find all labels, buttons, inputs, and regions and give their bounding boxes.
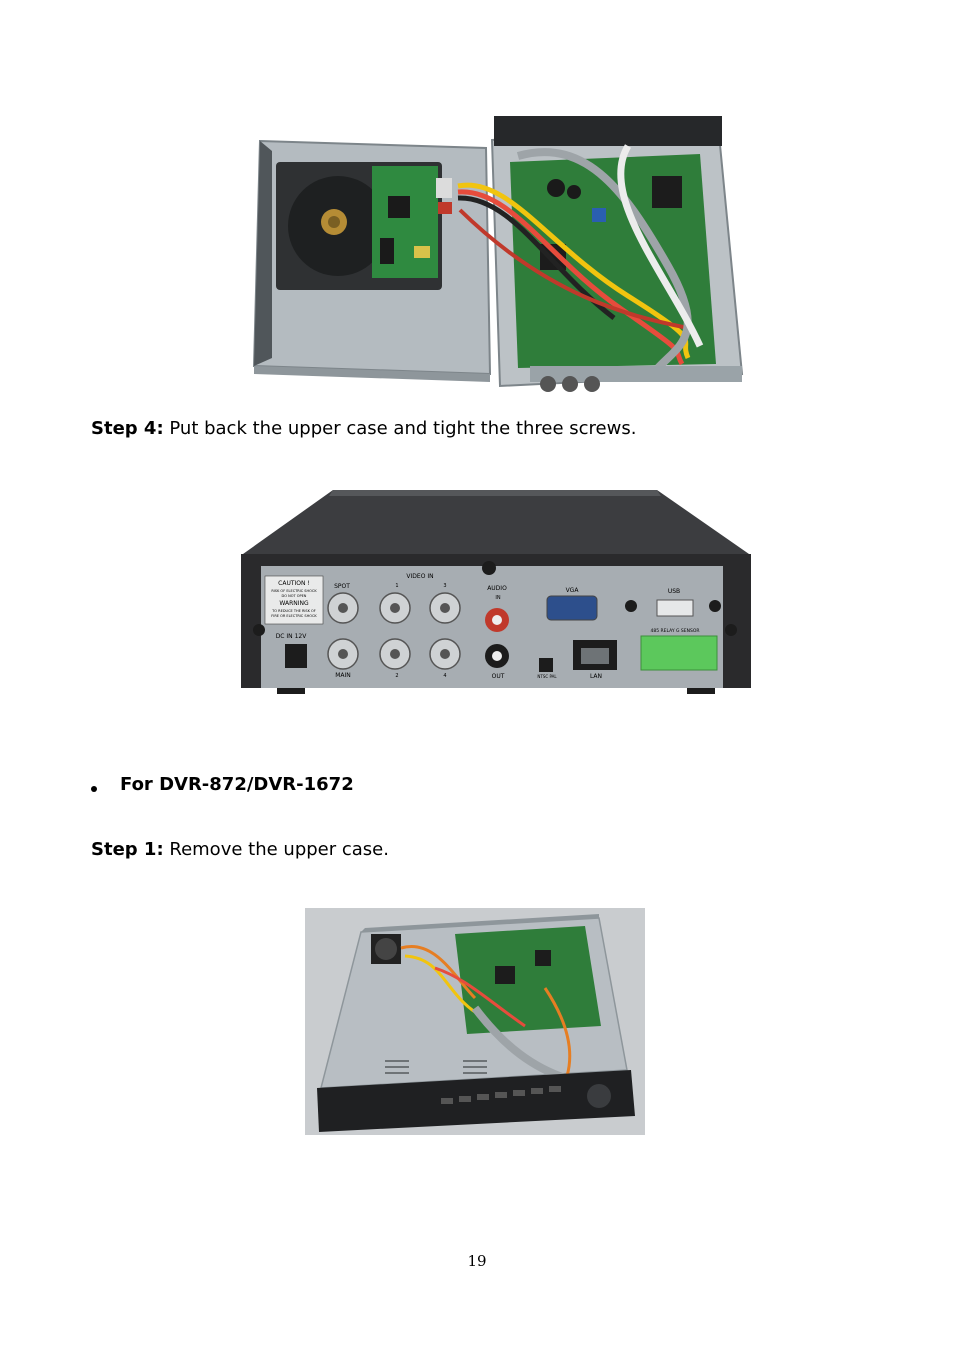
channel-3-label: 3 <box>443 583 446 589</box>
audio-label: AUDIO <box>487 585 507 592</box>
step-4-label: Step 4: <box>91 418 164 439</box>
audio-out-label: OUT <box>492 673 505 680</box>
photo-dvr-rear-panel: CAUTION ! RISK OF ELECTRIC SHOCK DO NOT … <box>207 456 774 724</box>
step-1-instruction: Step 1: Remove the upper case. <box>91 839 389 861</box>
caution-sub-2: DO NOT OPEN <box>282 594 307 598</box>
caution-sub-1: RISK OF ELECTRIC SHOCK <box>271 589 317 593</box>
bullet-dot <box>91 786 97 792</box>
spot-label: SPOT <box>334 583 350 590</box>
page-number: 19 <box>467 1252 487 1270</box>
warning-sub-1: TO REDUCE THE RISK OF <box>271 609 316 613</box>
photo-open-dvr-hdd-board <box>248 96 760 408</box>
channel-4-label: 4 <box>443 673 446 679</box>
vga-label: VGA <box>566 587 580 594</box>
channel-2-label: 2 <box>395 673 398 679</box>
terminal-label: 485 RELAY G SENSOR <box>650 628 699 634</box>
channel-1-label: 1 <box>395 583 398 589</box>
step-1-label: Step 1: <box>91 839 164 860</box>
warning-sub-2: FIRE OR ELECTRIC SHOCK <box>271 614 317 618</box>
main-label: MAIN <box>335 672 351 679</box>
step-4-instruction: Step 4: Put back the upper case and tigh… <box>91 418 636 440</box>
warning-label: WARNING <box>279 600 309 607</box>
ntsc-pal-label: NTSC PAL <box>537 674 557 679</box>
step-4-text: Put back the upper case and tight the th… <box>163 418 637 439</box>
step-1-text: Remove the upper case. <box>163 839 389 860</box>
photo-dvr-872-open <box>305 908 645 1135</box>
usb-label: USB <box>668 588 680 595</box>
lan-label: LAN <box>590 673 602 680</box>
dc-in-label: DC IN 12V <box>276 633 308 640</box>
video-in-label: VIDEO IN <box>406 573 433 580</box>
audio-in-label: IN <box>495 595 500 601</box>
section-heading-dvr-872-1672: For DVR-872/DVR-1672 <box>120 774 354 795</box>
caution-label: CAUTION ! <box>278 580 310 587</box>
